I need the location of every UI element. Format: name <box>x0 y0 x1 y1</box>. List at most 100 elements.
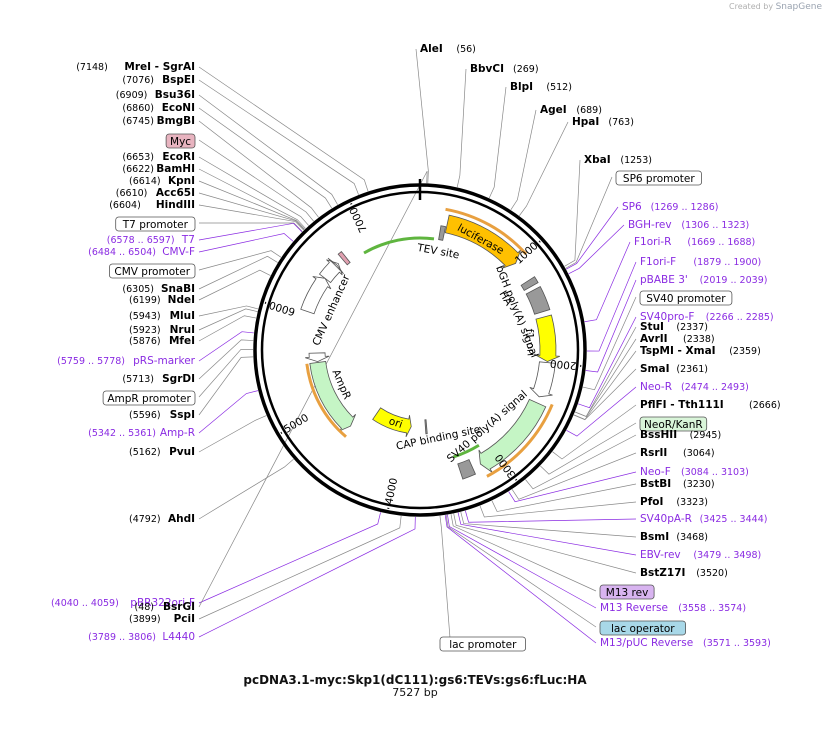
site-position: (5342 .. 5361) <box>88 428 156 439</box>
feature-box <box>102 390 196 406</box>
site-sp6[interactable]: SP6(1269 .. 1286) <box>622 201 718 213</box>
feature-box-label: M13 rev <box>606 587 649 599</box>
site-bstbi[interactable]: BstBI(3230) <box>640 478 715 490</box>
site-m13reverse[interactable]: M13 Reverse(3558 .. 3574) <box>600 602 746 614</box>
feature-neo[interactable] <box>478 398 547 473</box>
site-agei[interactable]: AgeI(689) <box>540 104 602 116</box>
site-position: (5923) <box>129 325 161 336</box>
site-t7prom[interactable]: T7 promoter <box>115 216 196 232</box>
site-smai[interactable]: SmaI(2361) <box>640 363 708 375</box>
site-bmgbi[interactable]: BmgBI(6745) <box>122 115 195 127</box>
site-f1orir[interactable]: F1ori-R(1669 .. 1688) <box>634 236 755 248</box>
feature-cap[interactable] <box>424 419 428 435</box>
site-sspi[interactable]: SspI(5596) <box>129 409 195 421</box>
feature-ha[interactable] <box>520 276 539 292</box>
site-hpai[interactable]: HpaI(763) <box>572 116 634 128</box>
feature-bghpa[interactable] <box>525 285 551 315</box>
site-mlui[interactable]: MluI(5943) <box>129 310 195 322</box>
site-pbabe3[interactable]: pBABE 3'(2019 .. 2039) <box>640 274 767 286</box>
site-amprprom[interactable]: AmpR promoter <box>102 390 196 406</box>
site-m13revbox[interactable]: M13 rev <box>599 584 655 600</box>
site-nrui[interactable]: NruI(5923) <box>129 324 195 336</box>
feature-sv40pa[interactable] <box>457 459 477 480</box>
site-cmvf[interactable]: CMV-F(6484 .. 6504) <box>88 246 195 258</box>
site-bsshii[interactable]: BssHII(2945) <box>640 429 721 441</box>
site-snabi[interactable]: SnaBI(6305) <box>122 283 195 295</box>
feature-ori[interactable] <box>372 407 412 438</box>
feature-t7promf[interactable] <box>327 257 344 274</box>
feature-amprf[interactable] <box>309 361 356 432</box>
site-econi[interactable]: EcoNI(6860) <box>122 102 195 114</box>
site-hindiii[interactable]: HindIII(6604) <box>109 199 195 211</box>
site-name: T7 <box>181 234 195 246</box>
feature-mycf[interactable] <box>337 250 351 266</box>
site-bamhi[interactable]: BamHI(6622) <box>122 163 195 175</box>
feature-box-label: T7 promoter <box>122 219 189 231</box>
site-pflfi[interactable]: PflFI - Tth111I(2666) <box>640 399 781 411</box>
site-prsmarker[interactable]: pRS-marker(5759 .. 5778) <box>57 355 196 367</box>
leader-line <box>198 308 258 331</box>
site-neof[interactable]: Neo-F(3084 .. 3103) <box>640 466 749 478</box>
site-blpi[interactable]: BlpI(512) <box>510 81 572 93</box>
site-xbai[interactable]: XbaI(1253) <box>584 154 652 166</box>
site-cmvprom[interactable]: CMV promoter <box>109 263 196 279</box>
site-sgrdi[interactable]: SgrDI(5713) <box>122 373 195 385</box>
site-labels[interactable]: AleI(56) BbvCI(269) BlpI(512) AgeI(689)HpaI… <box>51 43 781 652</box>
site-m13puc[interactable]: M13/pUC Reverse(3571 .. 3593) <box>600 637 771 649</box>
site-tspmi[interactable]: TspMI - XmaI(2359) <box>640 345 761 357</box>
site-avrii[interactable]: AvrII(2338) <box>640 333 715 345</box>
site-mfei[interactable]: MfeI(5876) <box>129 335 195 347</box>
site-bghrev[interactable]: BGH-rev(1306 .. 1323) <box>628 219 749 231</box>
site-pfoi[interactable]: PfoI(3323) <box>640 496 708 508</box>
site-f1orif[interactable]: F1ori-F(1879 .. 1900) <box>640 256 761 268</box>
leader-line <box>198 156 309 226</box>
feature-amprpromf[interactable] <box>305 352 330 363</box>
site-lacprom[interactable]: lac promoter <box>439 636 526 652</box>
site-name: PvuI <box>169 446 195 458</box>
site-sv40prof[interactable]: SV40pro-F(2266 .. 2285) <box>640 311 774 323</box>
site-rsrii[interactable]: RsrII(3064) <box>640 447 715 459</box>
site-bsu36i[interactable]: Bsu36I(6909) <box>116 89 195 101</box>
site-bbvci[interactable]: BbvCI(269) <box>470 63 539 75</box>
site-mrei[interactable]: MreI - SgrAI(7148) <box>76 61 195 73</box>
feature-tevsite[interactable] <box>438 225 447 241</box>
site-myc[interactable]: Myc <box>165 133 196 149</box>
feature-luciferase[interactable] <box>444 214 522 269</box>
site-ampr[interactable]: Amp-R(5342 .. 5361) <box>88 427 195 439</box>
site-kpni[interactable]: KpnI(6614) <box>129 175 195 187</box>
site-pbr322[interactable]: pBR322ori-F(4040 .. 4059) <box>51 597 195 609</box>
site-t7[interactable]: T7(6578 .. 6597) <box>107 234 195 246</box>
site-ndei[interactable]: NdeI(6199) <box>129 294 195 306</box>
site-neokan[interactable]: NeoR/KanR <box>639 416 708 432</box>
site-stui[interactable]: StuI(2337) <box>640 321 708 333</box>
site-bsmi[interactable]: BsmI(3468) <box>640 531 708 543</box>
feature-cmvenh[interactable] <box>300 276 332 315</box>
site-position: (1879 .. 1900) <box>693 257 761 268</box>
site-sv40prom[interactable]: SV40 promoter <box>639 290 733 306</box>
leader-line <box>510 109 537 211</box>
site-bspei[interactable]: BspEI(7076) <box>122 74 195 86</box>
site-bstz17i[interactable]: BstZ17I(3520) <box>640 567 728 579</box>
site-bsrgi[interactable]: BsrGI(48) <box>134 601 195 613</box>
site-position: (6745) <box>122 116 154 127</box>
site-pvui[interactable]: PvuI(5162) <box>129 446 195 458</box>
site-lacop[interactable]: lac operator <box>599 620 686 636</box>
site-name: pRS-marker <box>133 355 196 367</box>
site-acc65i[interactable]: Acc65I(6610) <box>116 187 195 199</box>
site-sp6prom[interactable]: SP6 promoter <box>615 170 702 186</box>
site-neor[interactable]: Neo-R(2474 .. 2493) <box>640 381 749 393</box>
orf-outline-luciferase <box>445 207 528 256</box>
site-position: (5943) <box>129 311 161 322</box>
site-sv40par[interactable]: SV40pA-R(3425 .. 3444) <box>640 513 767 525</box>
site-name: AhdI <box>168 513 195 525</box>
site-ecori[interactable]: EcoRI(6653) <box>122 151 195 163</box>
site-l4440[interactable]: L4440(3789 .. 3806) <box>88 631 195 643</box>
site-ebvrev[interactable]: EBV-rev(3479 .. 3498) <box>640 549 761 561</box>
site-position: (1253) <box>620 155 652 166</box>
site-alei[interactable]: AleI(56) <box>420 43 476 55</box>
feature-sv40p[interactable] <box>529 361 556 398</box>
site-pcii[interactable]: PciI(3899) <box>129 613 195 625</box>
site-ahdi[interactable]: AhdI(4792) <box>129 513 195 525</box>
site-name: Bsu36I <box>155 89 195 101</box>
feature-f1ori[interactable] <box>535 314 561 362</box>
